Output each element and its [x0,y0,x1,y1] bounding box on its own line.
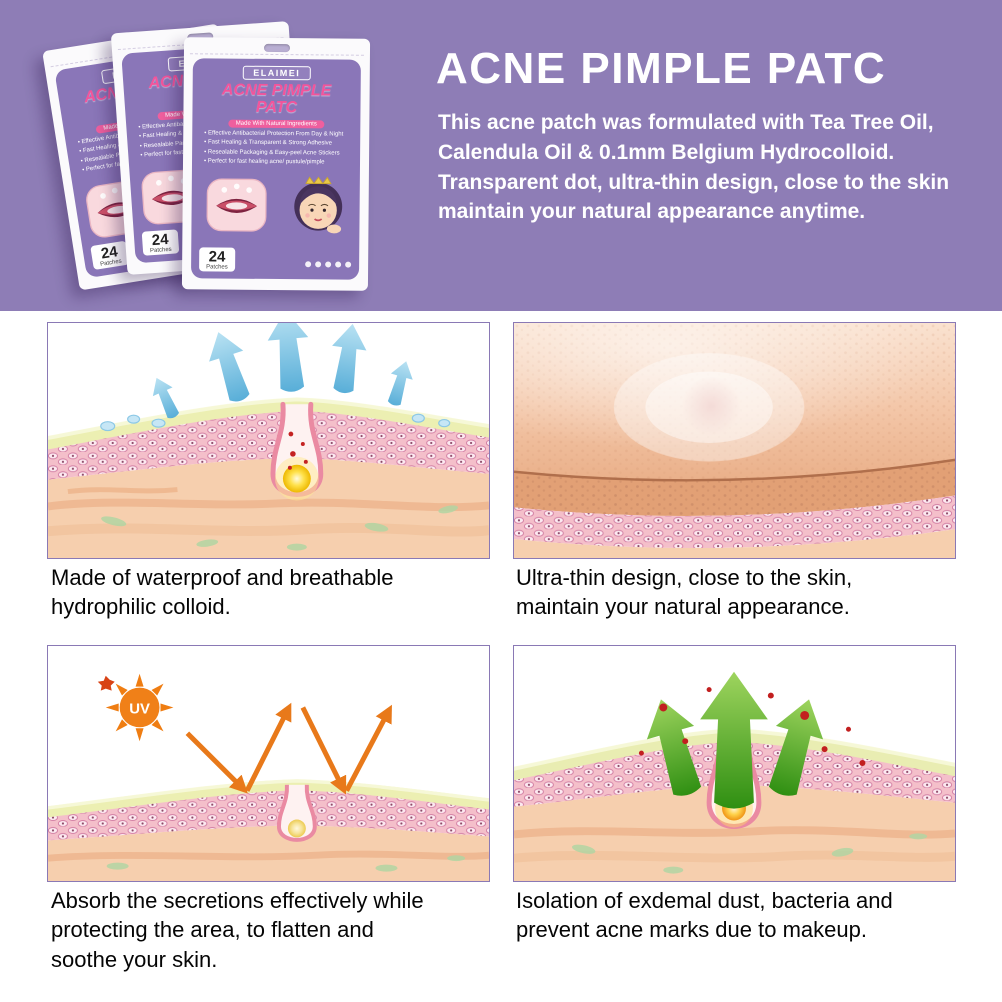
pore-follicle [276,784,317,842]
panel-absorb-protect: UV [47,645,490,882]
patch-count: 24 [208,248,226,266]
panel-waterproof-breathable [47,322,490,559]
feature-list: Effective Antibacterial Protection From … [198,130,354,167]
caption-ultra-thin: Ultra-thin design, close to the skin, ma… [516,565,853,620]
package-illustration [206,176,343,233]
caption-waterproof: Made of waterproof and breathable hydrop… [51,565,394,620]
product-description: This acne patch was formulated with Tea … [438,111,950,224]
product-pouch: ELAIMEI ACNE PIMPLE PATC Made With Natur… [181,37,371,291]
ultra-thin-illustration [514,323,955,558]
patch-count-badge: 24 Patches [90,240,130,270]
feature-item: Perfect for fast healing acne/ pustule/p… [198,158,354,167]
pimple-blush [681,376,741,437]
waterproof-breathable-illustration [48,323,489,558]
feature-item: Resealable Packaging & Easy-peel Acne St… [198,149,354,158]
uv-label: UV [129,701,150,717]
panel-ultra-thin [513,322,956,559]
dermis-fiber-specks [101,505,458,551]
transparent-patch [613,352,805,462]
patch-count-label: Patches [206,264,228,271]
reflected-uv-arrows [185,702,392,795]
patch-count-badge: 24 Patches [199,247,235,272]
feature-item: Fast Healing & Transparent & Strong Adhe… [198,139,354,148]
patch-count-badge: 24 Patches [141,229,179,256]
uv-spark [97,675,115,691]
panel-isolation [513,645,956,882]
caption-absorb: Absorb the secretions effectively while … [51,888,424,972]
product-name: ACNE PIMPLE PATC [221,81,332,116]
caption-isolation: Isolation of exdemal dust, bacteria and … [516,888,893,943]
water-droplets [100,413,451,432]
pouch-front-panel: ELAIMEI ACNE PIMPLE PATC Made With Natur… [190,58,361,280]
product-subtitle: Made With Natural Ingredients [228,119,324,129]
brand-label: ELAIMEI [243,65,311,81]
pouch-bottom-row: 24 Patches [199,247,352,272]
product-packs: ELAIMEI ACNE PIMPLE PATC Made With Natur… [0,0,440,311]
header-banner: ACNE PIMPLE PATC This acne patch was for… [0,0,1002,311]
patch-count-label: Patches [149,246,172,255]
feature-item: Effective Antibacterial Protection From … [198,130,354,139]
page-title: ACNE PIMPLE PATC [436,44,887,93]
patch-count: 24 [151,231,170,250]
isolation-illustration [514,671,955,881]
sebum-glow [282,464,311,493]
hang-hole [263,43,291,53]
bacteria-dots [287,431,308,470]
bacteria-dots [638,687,866,766]
uv-protection-illustration: UV [48,673,489,881]
dot-row-decoration [305,261,352,268]
uv-sun-icon: UV [97,673,174,742]
